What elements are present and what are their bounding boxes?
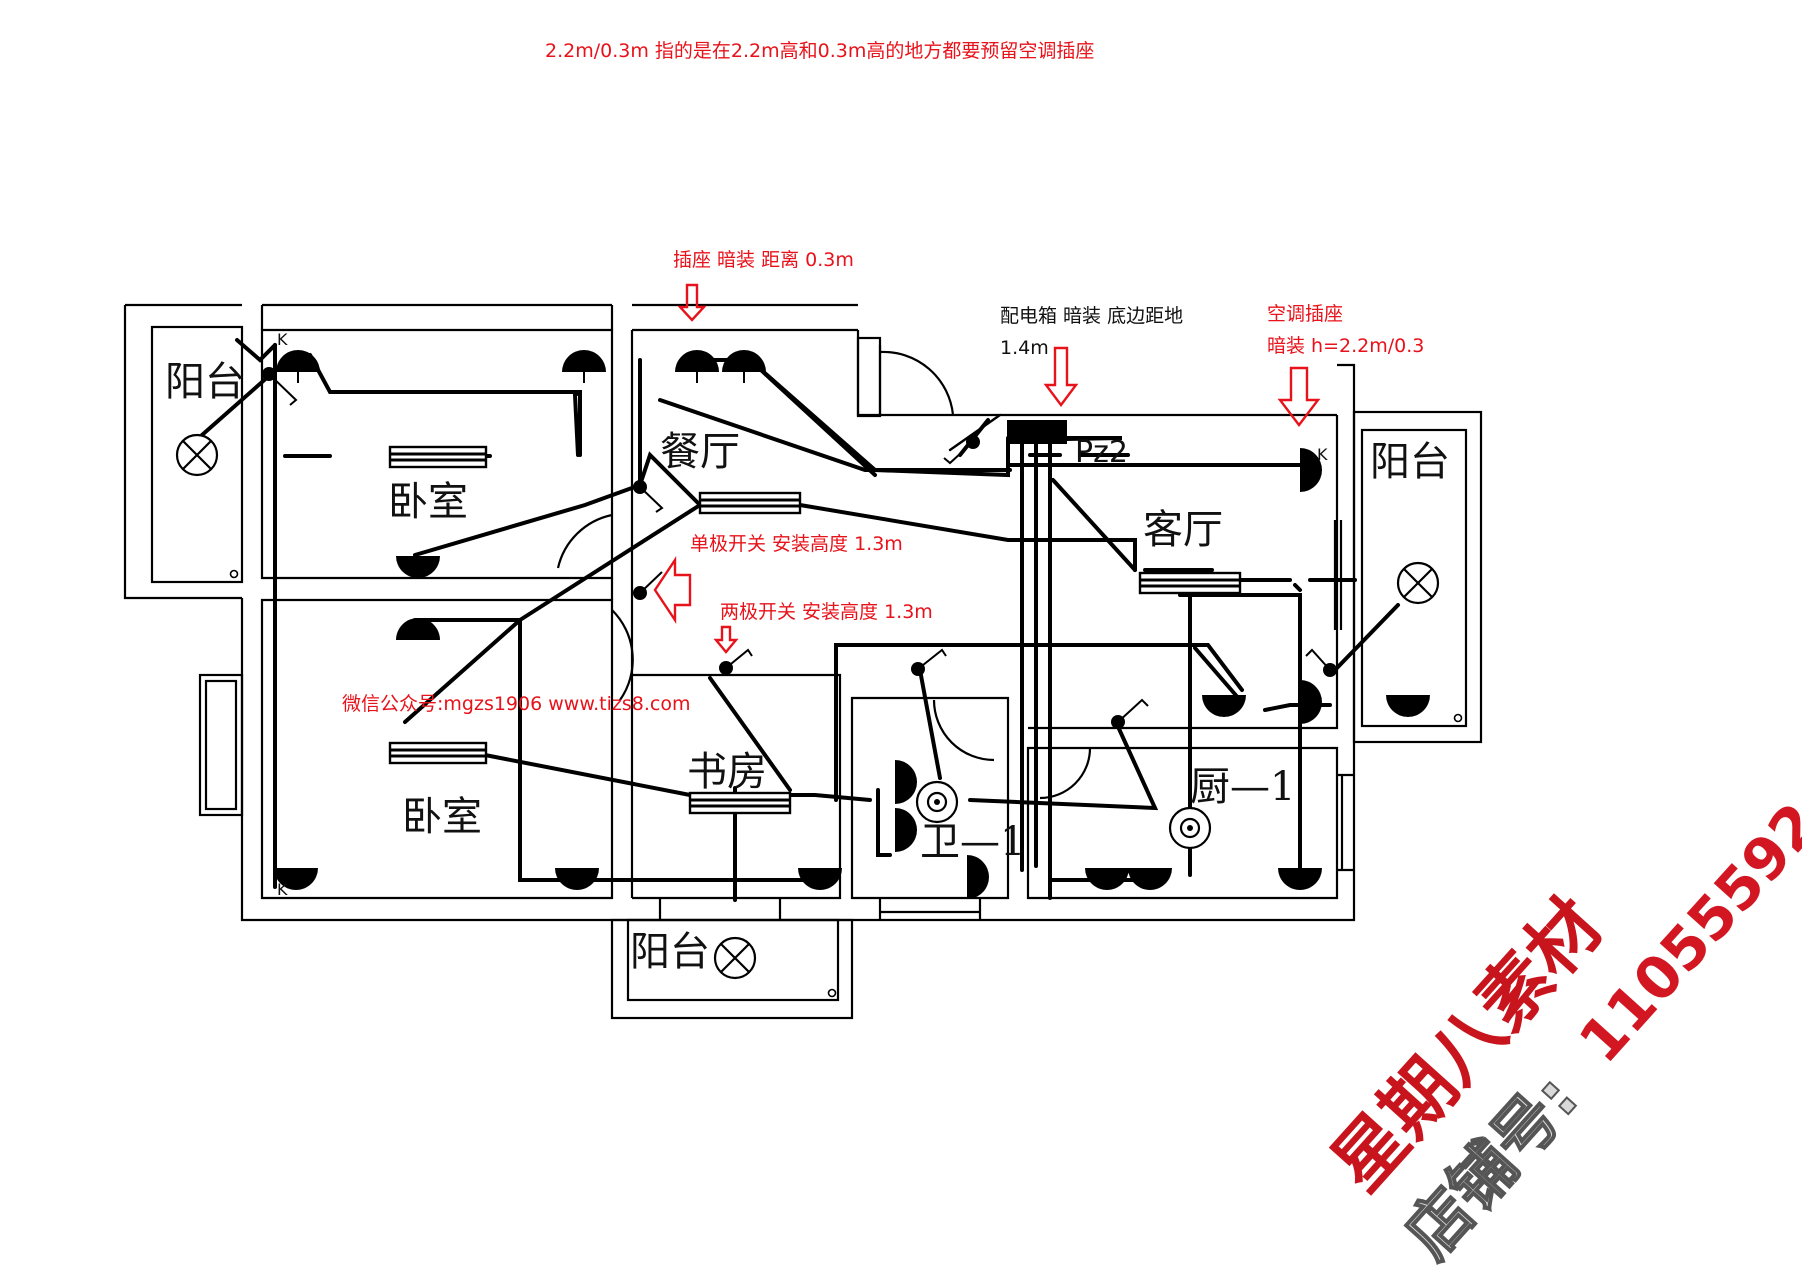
room-balcony-left: 阳台 bbox=[165, 359, 245, 405]
fixture-bathroom bbox=[915, 780, 959, 824]
walls bbox=[123, 303, 1483, 1020]
lamp-balcony-left bbox=[175, 433, 219, 477]
fixtures bbox=[175, 350, 1440, 980]
wiring bbox=[183, 338, 1400, 902]
wechat-note: 微信公众号:mgzs1906 www.tizs8.com bbox=[342, 693, 690, 715]
panel-label: Pz2 bbox=[1075, 435, 1128, 470]
k-tag-bottom-left: K bbox=[277, 880, 288, 899]
text-layer: 2.2m/0.3m 指的是在2.2m高和0.3m高的地方都要预留空调插座 插座 … bbox=[165, 40, 1450, 975]
socket-bedroom-top-b bbox=[562, 350, 606, 372]
room-kitchen: 厨—1 bbox=[1190, 764, 1295, 810]
single-switch-note: 单极开关 安装高度 1.3m bbox=[690, 533, 903, 555]
arrow-switch-left bbox=[653, 556, 692, 624]
room-bedroom-top: 卧室 bbox=[388, 479, 468, 525]
tube-living bbox=[1138, 571, 1242, 595]
arrow-panel-down bbox=[1043, 346, 1079, 407]
distribution-panel bbox=[1007, 420, 1067, 444]
panel-note-line1: 配电箱 暗装 底边距地 bbox=[1000, 305, 1183, 327]
top-note: 2.2m/0.3m 指的是在2.2m高和0.3m高的地方都要预留空调插座 bbox=[545, 40, 1094, 62]
socket-bedroom-top-c bbox=[396, 556, 440, 578]
socket-ac-living bbox=[1300, 448, 1322, 492]
ac-socket-note-line1: 空调插座 bbox=[1267, 303, 1343, 325]
socket-bathroom-c bbox=[967, 855, 989, 899]
lamp-balcony-right bbox=[1396, 561, 1440, 605]
socket-dining-b bbox=[722, 350, 766, 372]
annotation-arrows bbox=[653, 283, 1321, 654]
room-dining: 餐厅 bbox=[660, 429, 740, 475]
room-balcony-right: 阳台 bbox=[1370, 439, 1450, 485]
socket-bedroom-top-a bbox=[276, 350, 320, 372]
socket-bathroom-a bbox=[895, 760, 917, 804]
socket-bathroom-b bbox=[895, 808, 917, 852]
fixture-kitchen bbox=[1168, 806, 1212, 850]
socket-dining-a bbox=[675, 350, 719, 372]
room-bathroom: 卫—1 bbox=[920, 819, 1025, 865]
tube-study bbox=[688, 791, 792, 815]
arrow-ac-down bbox=[1277, 366, 1321, 427]
tube-bedroom-top bbox=[388, 445, 488, 469]
k-tag-top-left: K bbox=[277, 330, 288, 349]
lamp-balcony-bottom bbox=[713, 936, 757, 980]
socket-note: 插座 暗装 距离 0.3m bbox=[673, 249, 854, 271]
ac-socket-note-line2: 暗装 h=2.2m/0.3 bbox=[1267, 335, 1424, 357]
arrow-double-switch-down bbox=[713, 625, 739, 654]
k-tag-right: K bbox=[1317, 445, 1328, 464]
room-bedroom-bottom: 卧室 bbox=[402, 794, 482, 840]
room-study: 书房 bbox=[687, 749, 767, 795]
socket-living-b bbox=[1300, 680, 1322, 724]
tube-bedroom-bottom bbox=[388, 741, 488, 765]
arrow-socket-down bbox=[677, 283, 707, 322]
double-switch-note: 两极开关 安装高度 1.3m bbox=[720, 601, 933, 623]
tube-dining bbox=[698, 491, 802, 515]
room-living: 客厅 bbox=[1143, 507, 1223, 553]
room-balcony-bottom: 阳台 bbox=[630, 929, 710, 975]
panel-note-line2: 1.4m bbox=[1000, 337, 1049, 359]
